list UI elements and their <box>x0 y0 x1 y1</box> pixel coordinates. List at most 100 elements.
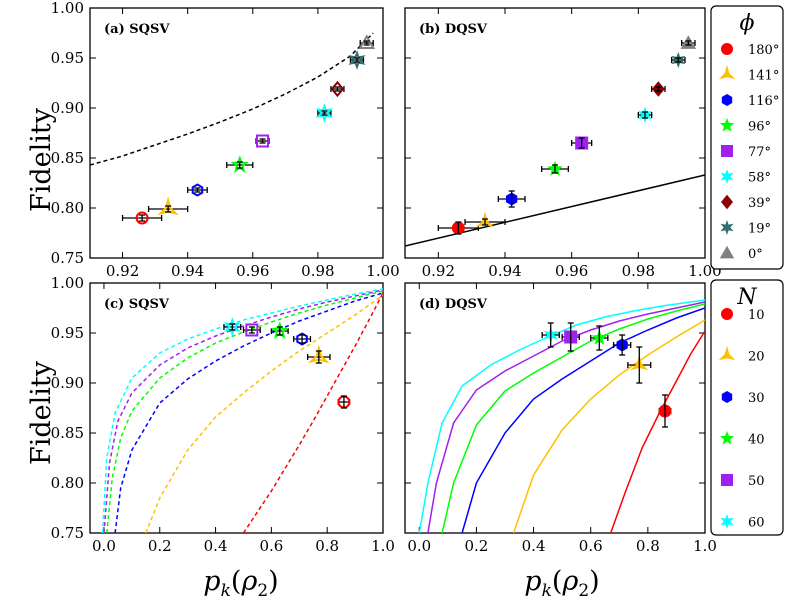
data-point <box>671 51 686 69</box>
legend-marker <box>720 514 734 529</box>
legend-marker <box>721 391 733 403</box>
legend-marker <box>721 94 733 106</box>
legend-entry: 77° <box>721 145 771 160</box>
legend-entry: 20 <box>718 345 765 365</box>
x-tick-label: 1.0 <box>371 537 395 555</box>
panel-title-c: (c) SQSV <box>104 297 170 312</box>
curves-d <box>418 299 705 533</box>
legend-phi-title: ϕ <box>740 11 755 36</box>
point-marker <box>330 80 345 98</box>
data-point <box>330 80 345 98</box>
legend-marker <box>719 118 735 132</box>
point-marker <box>296 332 308 346</box>
y-tick-label: 0.90 <box>51 99 84 117</box>
legend-marker <box>720 220 734 235</box>
legend-entry: 141° <box>718 64 779 84</box>
xlabel-left: pk(ρ2) <box>203 566 278 601</box>
data-point <box>541 160 569 176</box>
curve-line <box>242 292 383 533</box>
data-point <box>270 321 289 339</box>
xlabel-right-group: pk(ρ2) <box>524 566 599 601</box>
legend-marker <box>721 308 733 320</box>
curve-line <box>105 290 383 533</box>
data-point <box>637 106 653 124</box>
y-tick-label: 1.00 <box>51 274 84 292</box>
x-tick-label: 0.4 <box>522 537 546 555</box>
legend-label: 180° <box>748 43 779 58</box>
x-tick-label: 1.00 <box>366 262 399 280</box>
x-tick-label: 0.2 <box>148 537 172 555</box>
legend-entry: 39° <box>721 194 771 211</box>
x-tick-label: 0.4 <box>204 537 228 555</box>
point-marker <box>348 50 366 70</box>
legend-marker <box>721 145 733 157</box>
legend-label: 20 <box>748 350 765 365</box>
legend-label: 96° <box>748 120 771 135</box>
point-marker <box>358 34 376 49</box>
data-point <box>651 81 666 97</box>
point-marker <box>223 317 241 337</box>
legend-marker <box>719 431 735 445</box>
panel-title-b: (b) DQSV <box>419 22 488 37</box>
data-point <box>680 35 697 49</box>
data-point <box>658 394 672 428</box>
curve-line <box>441 303 705 533</box>
curve-line <box>103 289 383 533</box>
point-marker <box>315 103 334 123</box>
data-point <box>358 34 376 49</box>
x-tick-label: 0.8 <box>315 537 339 555</box>
legend-label: 50 <box>748 474 765 489</box>
legend-label: 40 <box>748 433 765 448</box>
legend-label: 10 <box>748 308 765 323</box>
panel-title-a: (a) SQSV <box>104 22 170 37</box>
curve-line <box>114 292 383 533</box>
curve-line <box>90 32 374 166</box>
ylabel-bottom: Fidelity <box>26 360 57 465</box>
legend-entry: 116° <box>721 94 779 109</box>
legend-entry: 60 <box>720 514 765 531</box>
point-marker <box>135 211 149 225</box>
legend-label: 0° <box>748 247 763 262</box>
data-point <box>293 332 312 346</box>
y-tick-label: 0.75 <box>51 524 84 542</box>
panel-frame-d <box>404 282 706 534</box>
data-point <box>315 103 334 123</box>
curve-line <box>145 294 383 533</box>
x-tick-label: 0.0 <box>407 537 431 555</box>
x-tick-label: 0.0 <box>92 537 116 555</box>
data-point <box>147 196 189 216</box>
data-point <box>590 325 609 351</box>
data-point <box>612 334 632 356</box>
data-point <box>348 50 366 70</box>
data-point <box>121 211 163 225</box>
legend-entry: 58° <box>720 169 771 186</box>
x-tick-label: 0.98 <box>301 262 334 280</box>
y-tick-label: 0.75 <box>51 249 84 267</box>
point-marker <box>245 323 259 337</box>
legend-marker <box>721 194 733 210</box>
curve-line <box>101 288 383 533</box>
y-tick-label: 0.80 <box>51 474 84 492</box>
data-point <box>464 211 506 228</box>
x-tick-label: 0.98 <box>622 262 655 280</box>
legend-label: 39° <box>748 196 771 211</box>
legend-label: 77° <box>748 145 771 160</box>
data-point <box>571 136 593 150</box>
legend-entry: 50 <box>721 474 765 489</box>
data-point <box>337 395 351 409</box>
legend-entry: 19° <box>720 220 771 237</box>
curve-line <box>418 299 705 533</box>
x-tick-label: 0.92 <box>106 262 139 280</box>
point-marker <box>256 134 270 148</box>
data-point <box>187 183 208 197</box>
legend-label: 60 <box>748 516 765 531</box>
legend-marker <box>719 245 735 259</box>
data-point <box>437 221 479 235</box>
panel-frame-c <box>89 282 384 534</box>
legend-marker <box>720 169 734 184</box>
x-tick-label: 0.96 <box>236 262 269 280</box>
